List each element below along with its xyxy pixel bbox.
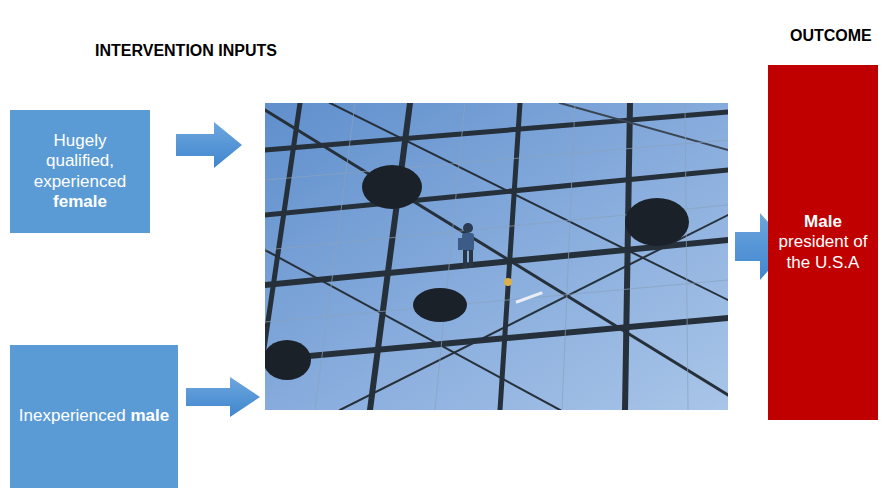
input-box: Hugely qualified, experienced female xyxy=(10,110,150,233)
glass-ceiling-photo xyxy=(265,103,728,410)
box-text: Male president of the U.S.A xyxy=(776,212,870,273)
person-figure xyxy=(458,223,543,304)
outcome-box: Male president of the U.S.A xyxy=(768,65,878,420)
input-box: Inexperienced male xyxy=(10,345,178,488)
box-text: Hugely qualified, experienced female xyxy=(18,131,142,213)
block-arrow xyxy=(176,122,242,168)
column-heading: OUTCOME xyxy=(790,27,872,45)
column-heading: INTERVENTION INPUTS xyxy=(95,42,277,60)
block-arrow xyxy=(186,377,260,417)
box-text: Inexperienced male xyxy=(19,406,169,426)
